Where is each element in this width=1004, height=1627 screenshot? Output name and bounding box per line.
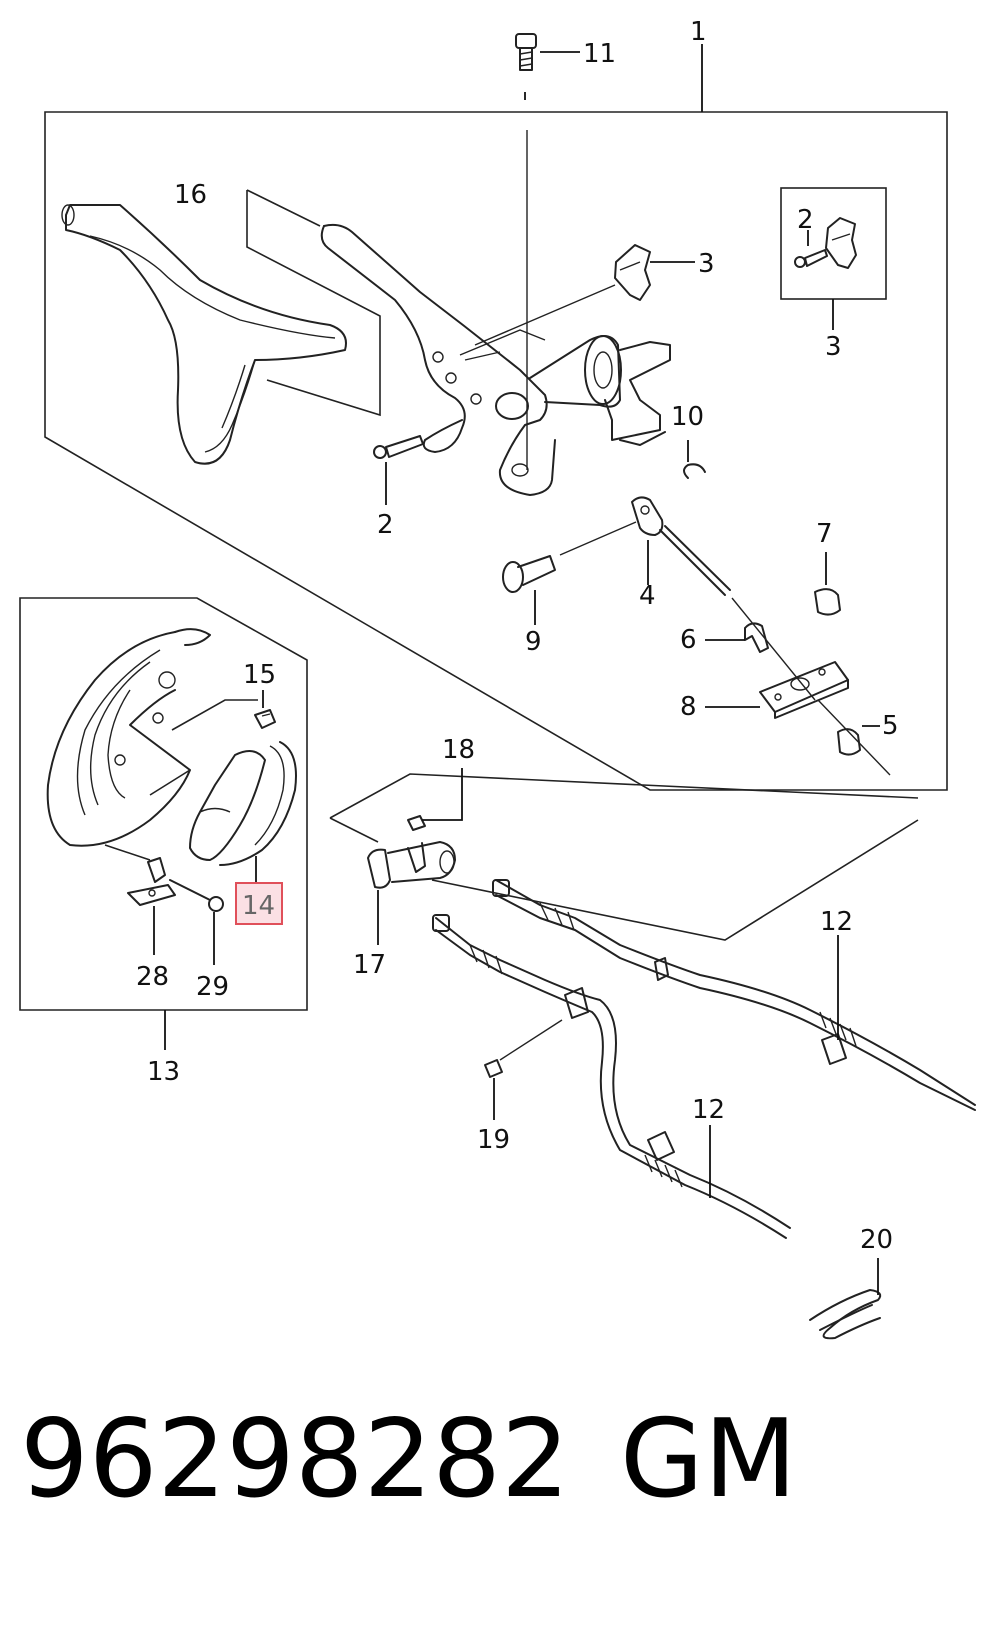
callout-29: 29 <box>196 972 229 1002</box>
callout-5: 5 <box>882 711 899 741</box>
callout-11: 11 <box>583 39 616 69</box>
screw-2 <box>373 435 424 459</box>
brake-shoe-14 <box>189 741 297 866</box>
callout-8: 8 <box>680 692 697 722</box>
clip-10 <box>683 463 706 479</box>
pin-29 <box>169 879 224 912</box>
screw-2-inset <box>794 249 828 268</box>
callout-18: 18 <box>442 735 475 765</box>
cable-12-lower <box>432 914 791 1239</box>
callout-6: 6 <box>680 625 697 655</box>
callout-10: 10 <box>671 402 704 432</box>
callout-14: 14 <box>242 891 275 921</box>
rod-4 <box>631 496 731 596</box>
lever-grip-16 <box>61 204 347 465</box>
callout-19: 19 <box>477 1125 510 1155</box>
clip-3 <box>614 244 651 301</box>
callout-12-upper: 12 <box>820 907 853 937</box>
nut-19 <box>484 1059 503 1078</box>
callout-4: 4 <box>639 581 656 611</box>
callout-2-inset: 2 <box>797 205 814 235</box>
retainer-28 <box>127 857 176 906</box>
callout-9: 9 <box>525 627 542 657</box>
nut-7 <box>814 588 841 616</box>
callout-1: 1 <box>690 17 707 47</box>
callout-20: 20 <box>860 1225 893 1255</box>
callout-7: 7 <box>816 519 833 549</box>
callout-3-upper: 3 <box>698 249 715 279</box>
brake-frame-13 <box>19 597 308 1011</box>
callout-17: 17 <box>353 950 386 980</box>
pin-9 <box>502 555 556 593</box>
screw-15 <box>254 709 276 729</box>
callout-15: 15 <box>243 660 276 690</box>
equalizer-8 <box>759 661 849 719</box>
clip-6 <box>744 622 769 653</box>
part-number: 96298282 <box>20 1397 570 1522</box>
bracket-17 <box>367 841 456 889</box>
lever-body <box>320 223 556 496</box>
backing-plate <box>46 628 211 847</box>
callout-2: 2 <box>377 510 394 540</box>
cable-frame <box>329 773 919 819</box>
assembly-frame-1 <box>44 111 948 791</box>
callout-labels: 1 11 16 2 3 3 10 2 7 4 6 9 15 8 5 18 14 … <box>136 17 899 1255</box>
clip-20 <box>809 1289 882 1340</box>
callout-3-inset: 3 <box>825 332 842 362</box>
nut-18 <box>407 815 426 831</box>
callout-16: 16 <box>174 180 207 210</box>
callout-12-lower: 12 <box>692 1095 725 1125</box>
parking-brake-exploded-diagram: 1 11 16 2 3 3 10 2 7 4 6 9 15 8 5 18 14 … <box>19 17 976 1340</box>
cable-12-upper <box>492 879 976 1111</box>
pivot-bracket <box>529 335 671 446</box>
callout-13: 13 <box>147 1057 180 1087</box>
highlight-box-14 <box>235 882 283 925</box>
inset-clip-3 <box>825 217 857 269</box>
brand-label: GM <box>620 1397 797 1522</box>
bolt-11 <box>515 33 537 71</box>
callout-28: 28 <box>136 962 169 992</box>
